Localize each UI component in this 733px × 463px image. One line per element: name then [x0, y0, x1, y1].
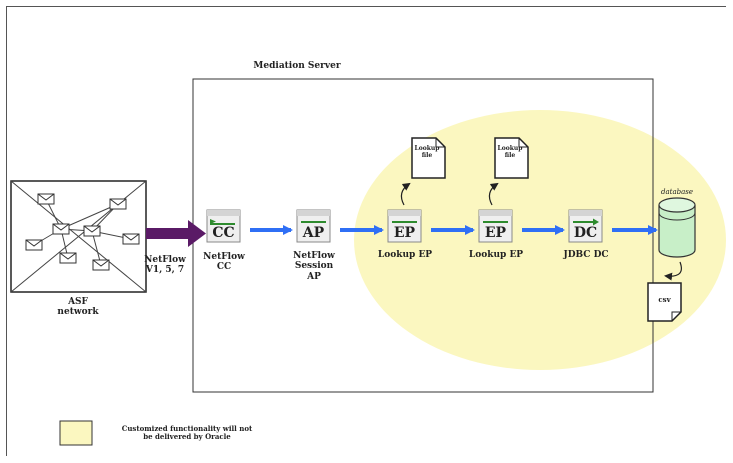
db-to-csv-arrow [664, 261, 682, 281]
legend-line2: be delivered by Oracle [143, 432, 231, 442]
node-caption-jdbc-dc: JDBC DC [563, 250, 609, 260]
node-code-dc: DC [573, 225, 598, 241]
lookup-file-1-icon [411, 137, 446, 179]
node-caption-lookup-ep-1: Lookup EP [377, 250, 433, 260]
network-label: ASF network [38, 297, 118, 318]
csv-file-icon [647, 282, 682, 322]
node-caption-lookup-ep-2: Lookup EP [468, 250, 524, 260]
database-icon [658, 197, 696, 258]
lookup-file-1-line1: Lookup [414, 145, 440, 152]
node-caption-ap-line2: Session [294, 261, 334, 272]
node-caption-cc-line1: NetFlow [203, 252, 245, 262]
node-icon-lookup-ep-1 [387, 209, 422, 243]
input-flow-label: NetFlow V1, 5, 7 [138, 255, 192, 276]
node-code-ap: AP [302, 225, 325, 241]
node-icon-lookup-ep-2 [478, 209, 513, 243]
mediation-server-title: Mediation Server [253, 61, 341, 71]
node-caption-ap: NetFlow Session AP [283, 251, 345, 282]
input-flow-line2: V1, 5, 7 [145, 265, 185, 276]
legend-line1: Customized functionality will not [121, 424, 253, 433]
lookup-file-2-line2: file [504, 151, 516, 159]
legend-text: Customized functionality will not be del… [102, 424, 272, 442]
lookup-file-1-line2: file [421, 151, 433, 159]
node-icon-ap [296, 209, 331, 243]
node-caption-cc-line2: CC [216, 262, 232, 273]
network-box [10, 180, 147, 293]
node-caption-ap-line1: NetFlow [293, 251, 335, 261]
customized-zone [354, 110, 726, 370]
input-arrow [146, 220, 206, 247]
lookup-file-1-label: Lookup file [412, 145, 442, 160]
node-icon-jdbc-dc [568, 209, 603, 243]
node-code-ep-1: EP [393, 225, 416, 241]
lookup-arrow-1 [400, 182, 411, 206]
outer-frame [6, 6, 726, 456]
network-label-line1: ASF [68, 297, 88, 307]
lookup-file-2-line1: Lookup [497, 145, 523, 152]
node-code-ep-2: EP [484, 225, 507, 241]
database-label: database [660, 188, 694, 196]
csv-label: csv [658, 295, 671, 304]
node-caption-ap-line3: AP [307, 271, 321, 282]
input-flow-line1: NetFlow [144, 255, 186, 265]
lookup-file-2-label: Lookup file [495, 145, 525, 160]
network-label-line2: network [57, 307, 99, 318]
node-icon-cc [206, 209, 241, 243]
lookup-file-2-icon [494, 137, 529, 179]
node-caption-cc: NetFlow CC [193, 252, 255, 273]
legend-swatch [59, 420, 93, 446]
lookup-arrow-2 [488, 182, 499, 206]
node-code-cc: CC [212, 225, 235, 241]
